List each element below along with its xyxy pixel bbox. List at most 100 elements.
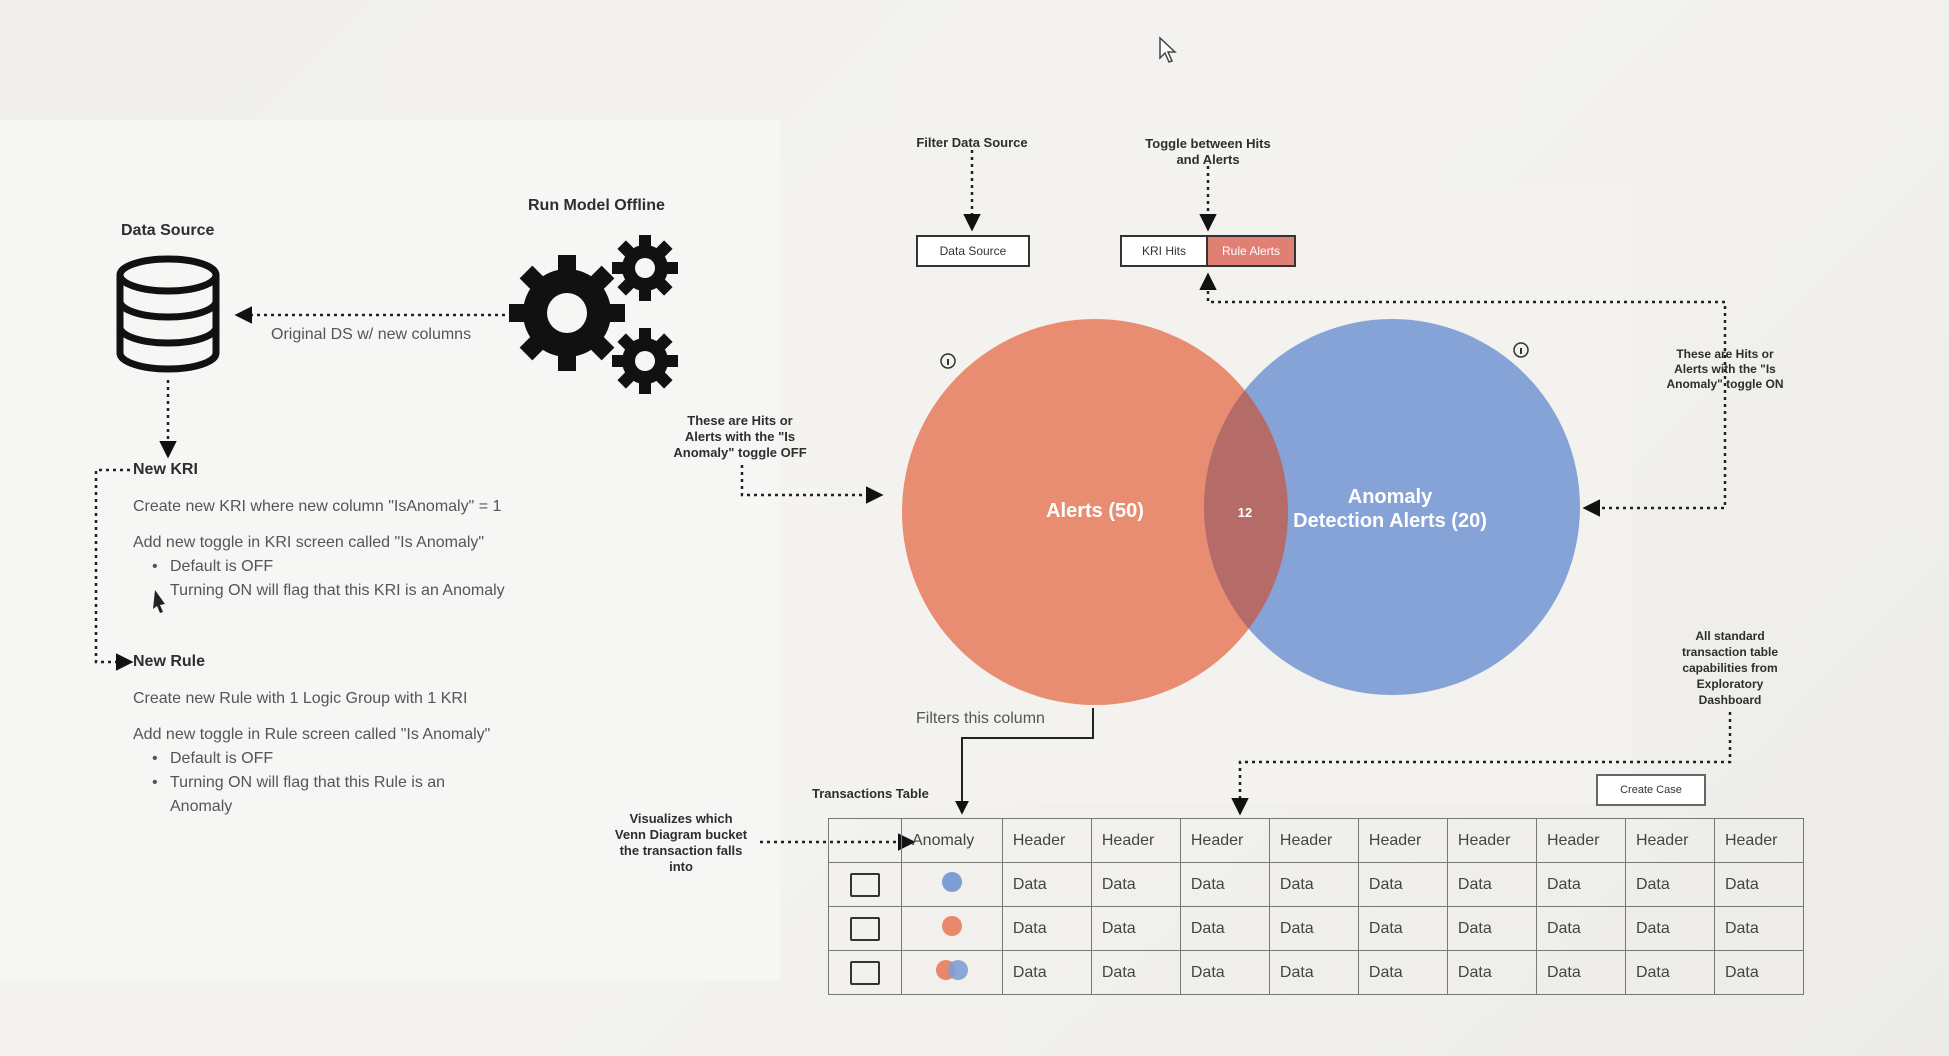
- toggle-label-line1: Toggle between Hits: [1145, 136, 1271, 151]
- gears-icon: [509, 235, 678, 394]
- table-cell: Data: [1446, 950, 1537, 995]
- table-cell: Data: [1713, 862, 1805, 907]
- new-rule-title: New Rule: [133, 653, 206, 670]
- standard-caps-line1: All standard: [1695, 629, 1765, 643]
- arrow-note-on: [1199, 272, 1727, 510]
- standard-caps-line4: Exploratory: [1696, 677, 1764, 691]
- table-header[interactable]: Header: [1446, 818, 1537, 863]
- new-rule-bullet-dot-1: •: [152, 750, 158, 767]
- table-header-row: Anomaly Header Header Header Header Head…: [828, 818, 1805, 863]
- standard-caps-line2: transaction table: [1681, 645, 1779, 659]
- new-kri-title: New KRI: [133, 461, 198, 478]
- note-on-line2: Alerts with the "Is: [1674, 362, 1776, 376]
- venn-circle-alerts: [902, 319, 1288, 705]
- data-source-filter-button[interactable]: Data Source: [916, 235, 1030, 267]
- filter-data-source-label: Filter Data Source: [916, 135, 1028, 150]
- venn-alerts-label: Alerts (50): [1046, 500, 1144, 522]
- standard-caps-line3: capabilities from: [1682, 661, 1778, 675]
- standard-caps-line5: Dashboard: [1698, 693, 1762, 707]
- table-cell: Data: [1357, 906, 1448, 951]
- table-cell: Data: [1268, 906, 1359, 951]
- arrow-kri-to-rule: [94, 468, 134, 671]
- visualizes-line1: Visualizes which: [629, 811, 733, 826]
- new-rule-bullet-dot-2: •: [152, 774, 158, 791]
- anomaly-dot-blue: [947, 960, 968, 980]
- table-row: Data Data Data Data Data Data Data Data …: [828, 950, 1805, 995]
- note-off-line1: These are Hits or: [687, 413, 793, 428]
- rule-alerts-toggle[interactable]: Rule Alerts: [1206, 235, 1296, 267]
- table-cell: Data: [1001, 862, 1092, 907]
- table-cell: Data: [1624, 950, 1715, 995]
- table-header-select: [828, 818, 902, 863]
- table-cell: Data: [1446, 862, 1537, 907]
- venn-overlap-count: 12: [1237, 505, 1253, 520]
- note-on-line3: Anomaly" toggle ON: [1666, 377, 1784, 391]
- table-row: Data Data Data Data Data Data Data Data …: [828, 862, 1805, 907]
- note-on-line1: These are Hits or: [1676, 347, 1774, 361]
- visualizes-line4: into: [669, 859, 693, 874]
- table-header[interactable]: Header: [1535, 818, 1626, 863]
- new-rule-line2: Add new toggle in Rule screen called "Is…: [133, 726, 491, 743]
- table-cell: Data: [1090, 862, 1181, 907]
- row-checkbox[interactable]: [850, 960, 880, 985]
- table-cell: Data: [1624, 906, 1715, 951]
- table-cell: Data: [1713, 906, 1805, 951]
- visualizes-line2: Venn Diagram bucket: [614, 827, 748, 842]
- new-rule-bullet1: Default is OFF: [170, 750, 274, 767]
- table-header[interactable]: Header: [1090, 818, 1181, 863]
- create-case-button[interactable]: Create Case: [1596, 774, 1706, 806]
- visualizes-line3: the transaction falls: [619, 843, 743, 858]
- table-cell: Data: [1268, 950, 1359, 995]
- note-off-line3: Anomaly" toggle OFF: [673, 445, 807, 460]
- transactions-table-title: Transactions Table: [812, 786, 929, 801]
- table-cell: Data: [1446, 906, 1537, 951]
- note-off-line2: Alerts with the "Is: [684, 429, 796, 444]
- row-checkbox[interactable]: [850, 872, 880, 897]
- new-kri-bullet1: Default is OFF: [170, 558, 274, 575]
- table-header-anomaly[interactable]: Anomaly: [901, 818, 1003, 863]
- anomaly-dot-blue: [941, 872, 962, 892]
- table-header[interactable]: Header: [1357, 818, 1448, 863]
- database-icon: [116, 255, 220, 373]
- table-cell: Data: [1624, 862, 1715, 907]
- info-icon-left: [940, 353, 956, 369]
- venn-anomaly-label-line1: Anomaly: [1347, 486, 1433, 508]
- arrow-filters-column: [955, 708, 1094, 815]
- table-cell: Data: [1357, 862, 1448, 907]
- data-source-label: Data Source: [121, 222, 215, 239]
- transactions-table: Anomaly Header Header Header Header Head…: [828, 818, 1805, 995]
- anomaly-dot-orange: [941, 916, 962, 936]
- run-model-label: Run Model Offline: [528, 197, 665, 214]
- venn-anomaly-label-line2: Detection Alerts (20): [1293, 510, 1487, 532]
- filters-column-label: Filters this column: [916, 710, 1045, 727]
- info-icon-right: [1513, 342, 1529, 358]
- table-header[interactable]: Header: [1179, 818, 1270, 863]
- row-checkbox[interactable]: [850, 916, 880, 941]
- table-row: Data Data Data Data Data Data Data Data …: [828, 906, 1805, 951]
- table-cell: Data: [1357, 950, 1448, 995]
- mouse-cursor-icon: [1159, 36, 1177, 63]
- table-cell: Data: [1179, 906, 1270, 951]
- table-header[interactable]: Header: [1001, 818, 1092, 863]
- original-ds-label: Original DS w/ new columns: [271, 326, 472, 343]
- table-cell: Data: [1268, 862, 1359, 907]
- table-cell: Data: [1713, 950, 1805, 995]
- venn-circle-anomaly: [1204, 319, 1580, 695]
- new-rule-line1: Create new Rule with 1 Logic Group with …: [133, 690, 468, 707]
- table-cell: Data: [1535, 950, 1626, 995]
- new-rule-bullet2a: Turning ON will flag that this Rule is a…: [170, 774, 446, 791]
- table-cell: Data: [1179, 950, 1270, 995]
- new-kri-bullet-dot-1: •: [152, 558, 158, 575]
- table-cell: Data: [1535, 862, 1626, 907]
- table-cell: Data: [1001, 906, 1092, 951]
- new-rule-bullet2b: Anomaly: [170, 798, 233, 815]
- table-header[interactable]: Header: [1268, 818, 1359, 863]
- arrow-note-off: [740, 465, 884, 504]
- table-header[interactable]: Header: [1713, 818, 1805, 863]
- toggle-label-line2: and Alerts: [1176, 152, 1240, 167]
- kri-hits-toggle[interactable]: KRI Hits: [1120, 235, 1208, 267]
- table-cell: Data: [1090, 950, 1181, 995]
- table-cell: Data: [1090, 906, 1181, 951]
- table-header[interactable]: Header: [1624, 818, 1715, 863]
